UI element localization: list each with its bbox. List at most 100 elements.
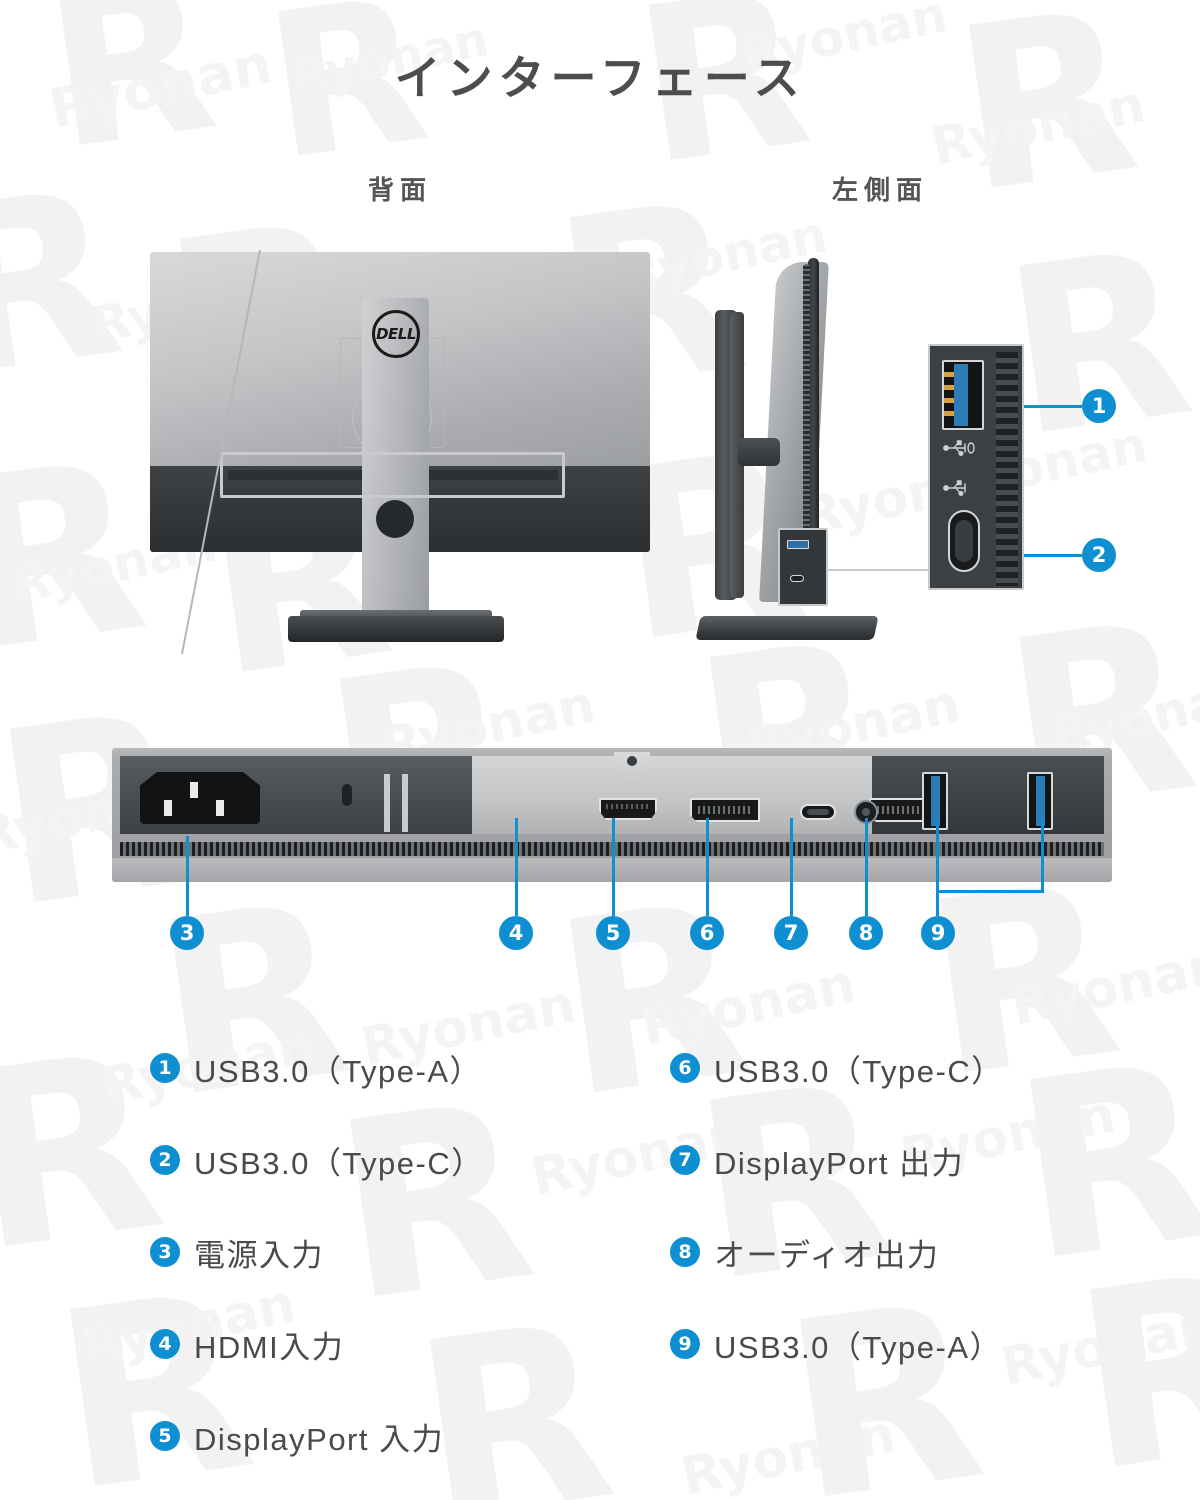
callout-badge-1[interactable]: 1 <box>1082 389 1116 423</box>
side-io-usb-c-port <box>790 575 804 582</box>
leader-line-badge-6 <box>706 818 709 916</box>
legend-column-right: 6 USB3.0（Type-C） 7 DisplayPort 出力 8 オーディ… <box>670 1040 1004 1408</box>
legend-badge: 8 <box>670 1237 700 1267</box>
io-panel-recess <box>472 756 872 834</box>
callout-badge-4[interactable]: 4 <box>499 916 533 950</box>
legend-label: USB3.0（Type-C） <box>714 1053 1004 1089</box>
side-io-detail-panel <box>928 344 1024 590</box>
side-stand-column-inner <box>730 312 744 598</box>
monitor-side-illustration <box>690 250 990 670</box>
legend-label: DisplayPort 入力 <box>194 1421 445 1457</box>
legend-badge: 2 <box>150 1145 180 1175</box>
detail-usb-a-blue-insert <box>954 364 968 426</box>
watermark-word: Ryonan <box>676 1404 901 1500</box>
detail-usb-c-inner <box>955 520 973 562</box>
hdmi-port <box>599 798 657 820</box>
watermark-letter: R <box>0 998 178 1307</box>
io-panel-right-surface <box>872 756 1104 834</box>
callout-badge-3[interactable]: 3 <box>170 916 204 950</box>
side-stand-base <box>695 616 879 640</box>
legend-item: 8 オーディオ出力 <box>670 1224 1004 1280</box>
view-caption-rear: 背面 <box>367 175 432 205</box>
usb-c-port-inner <box>807 809 829 815</box>
detail-vent-grille <box>996 352 1018 586</box>
watermark-letter: R <box>1001 1008 1200 1317</box>
legend-badge: 1 <box>150 1053 180 1083</box>
monitor-stand-base <box>288 616 504 642</box>
side-panel-front-edge <box>808 258 819 606</box>
callout-badge-7[interactable]: 7 <box>774 916 808 950</box>
legend-label: DisplayPort 出力 <box>714 1145 965 1181</box>
leader-line-badge-9-left <box>936 818 939 893</box>
legend-badge: 7 <box>670 1145 700 1175</box>
leader-line-badge-7 <box>790 818 793 916</box>
usb-a-blue-insert <box>931 776 940 826</box>
io-panel-notch-hole <box>627 756 637 766</box>
leader-line-badge-5 <box>612 818 615 916</box>
legend-column-left: 1 USB3.0（Type-A） 2 USB3.0（Type-C） 3 電源入力… <box>150 1040 484 1500</box>
watermark-word: Ryonan <box>1006 934 1200 1038</box>
watermark-letter: R <box>1061 1218 1200 1500</box>
usb-trident-icon <box>943 480 966 496</box>
leader-line-badge-9-drop <box>936 890 939 916</box>
side-arm-hinge <box>738 438 780 466</box>
usb-trident-icon <box>943 440 975 456</box>
legend-badge: 3 <box>150 1237 180 1267</box>
callout-badge-8[interactable]: 8 <box>849 916 883 950</box>
monitor-stand-base-top <box>300 610 492 620</box>
power-pin <box>216 800 224 816</box>
legend-label: USB3.0（Type-A） <box>194 1053 483 1089</box>
legend-item: 9 USB3.0（Type-A） <box>670 1316 1004 1372</box>
page-title: インターフェース <box>394 52 806 104</box>
dell-logo-text: DELL <box>376 325 416 343</box>
io-panel-slot <box>384 774 390 832</box>
monitor-rear-illustration: DELL <box>140 248 660 648</box>
legend-item: 3 電源入力 <box>150 1224 484 1280</box>
callout-badge-2[interactable]: 2 <box>1082 538 1116 572</box>
legend-badge: 9 <box>670 1329 700 1359</box>
leader-line-badge-9-right <box>1041 818 1044 893</box>
legend-item: 5 DisplayPort 入力 <box>150 1408 484 1464</box>
io-panel-slot <box>402 774 408 832</box>
legend-item: 4 HDMI入力 <box>150 1316 484 1372</box>
usb-a-blue-insert <box>1036 776 1045 826</box>
stand-cable-hole <box>376 500 414 538</box>
callout-badge-5[interactable]: 5 <box>596 916 630 950</box>
legend-label: HDMI入力 <box>194 1329 345 1365</box>
legend-item: 7 DisplayPort 出力 <box>670 1132 1004 1188</box>
legend-label: 電源入力 <box>194 1237 324 1273</box>
power-pin <box>190 782 198 798</box>
kensington-lock-slot <box>342 784 352 806</box>
rear-io-panel-closeup <box>112 748 1112 882</box>
hdmi-port-pins <box>606 804 650 809</box>
displayport-in-pins <box>698 806 752 814</box>
watermark-letter: R <box>0 139 135 430</box>
legend-item: 6 USB3.0（Type-C） <box>670 1040 1004 1096</box>
legend-label: USB3.0（Type-C） <box>194 1145 484 1181</box>
displayport-out-pins <box>877 806 931 814</box>
leader-line-badge-3 <box>186 836 189 916</box>
leader-line-side-to-detail <box>826 569 934 571</box>
leader-line-badge-8 <box>865 818 868 916</box>
view-caption-side: 左側面 <box>831 175 928 205</box>
legend-badge: 4 <box>150 1329 180 1359</box>
leader-line-badge-1 <box>1024 405 1082 408</box>
leader-line-badge-4 <box>515 818 518 916</box>
callout-badge-9[interactable]: 9 <box>921 916 955 950</box>
legend-badge: 5 <box>150 1421 180 1451</box>
legend-badge: 6 <box>670 1053 700 1083</box>
legend-label: USB3.0（Type-A） <box>714 1329 1003 1365</box>
io-area-highlight-box <box>220 452 565 498</box>
watermark-letter: R <box>0 409 160 706</box>
watermark-letter: R <box>992 199 1200 490</box>
legend-item: 1 USB3.0（Type-A） <box>150 1040 484 1096</box>
leader-line-badge-9-bridge <box>936 890 1044 893</box>
callout-badge-6[interactable]: 6 <box>690 916 724 950</box>
leader-line-rear-to-badge-3 <box>181 250 261 654</box>
leader-line-badge-2 <box>1024 554 1082 557</box>
legend-label: オーディオ出力 <box>714 1237 940 1273</box>
power-pin <box>164 800 172 816</box>
legend-item: 2 USB3.0（Type-C） <box>150 1132 484 1188</box>
power-inlet-port <box>140 772 260 824</box>
detail-usb-a-pins <box>944 372 954 418</box>
